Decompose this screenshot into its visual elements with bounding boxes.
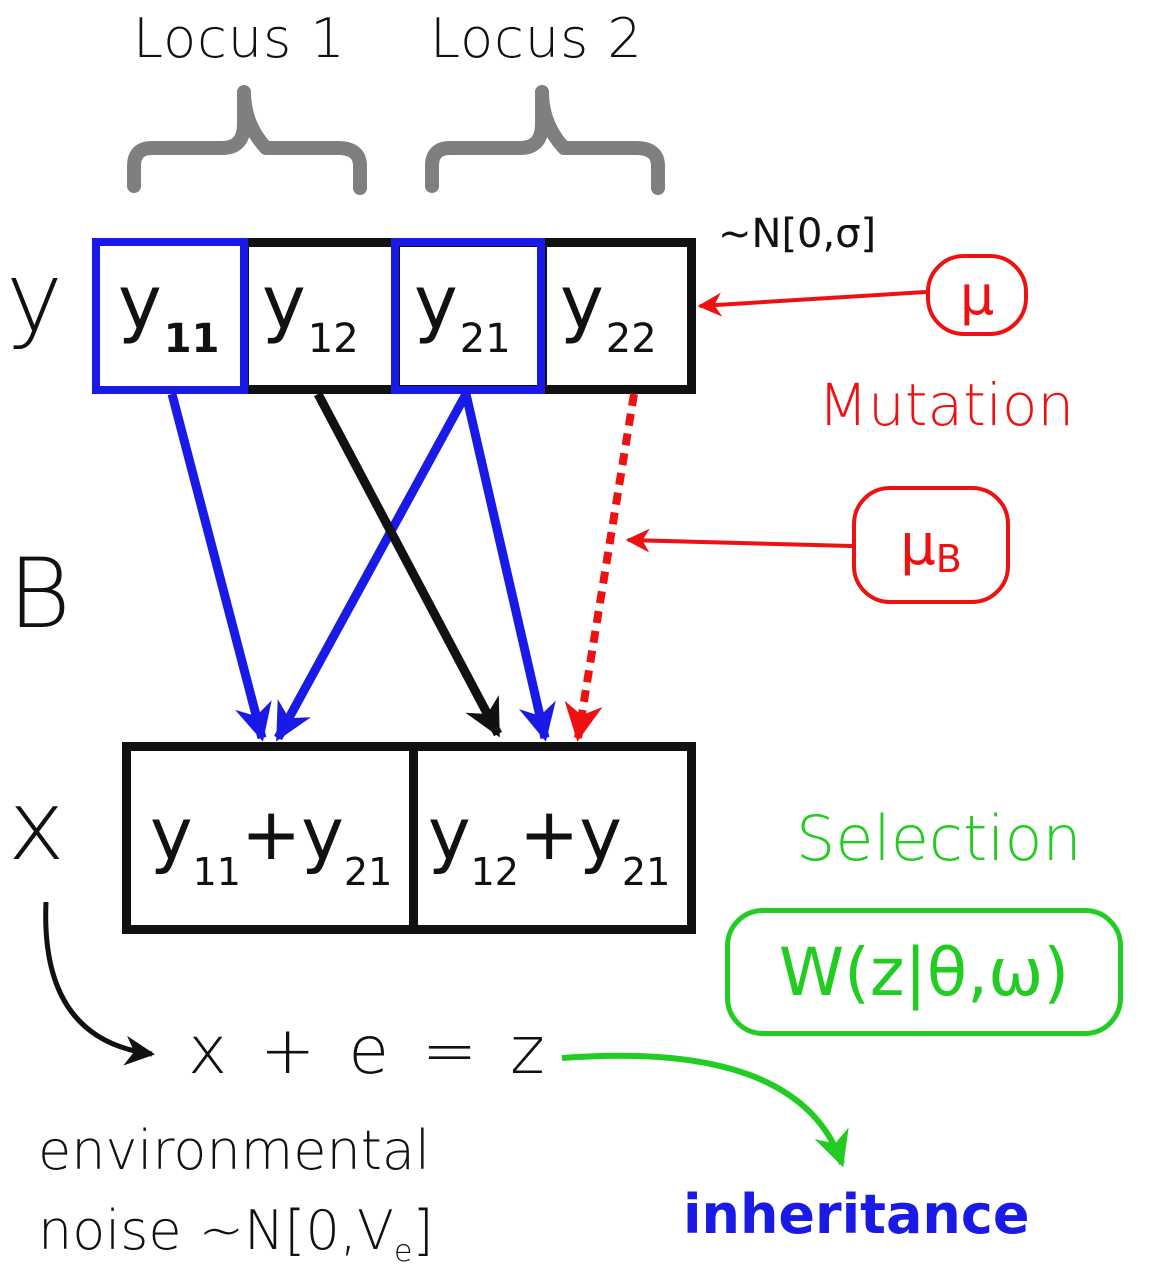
- equation-to-inheritance-arrow: [561, 1052, 849, 1168]
- x1-value: y11+y21: [150, 792, 393, 894]
- y21-value: y21: [414, 260, 511, 362]
- locus-1-brace: [127, 85, 367, 195]
- y12-to-x2-arrow: [314, 391, 502, 738]
- y-distribution-label: ~N[0,σ]: [718, 211, 877, 257]
- phenotype-equation: x + e = z: [188, 1012, 551, 1089]
- b-row-label: B: [8, 538, 71, 650]
- y11-to-x1-arrow: [167, 392, 272, 742]
- selection-label: Selection: [796, 802, 1082, 875]
- mu-node: μ: [926, 254, 1028, 336]
- y21-to-x1-arrow: [274, 391, 470, 742]
- mu-to-y-arrow: [697, 290, 927, 317]
- y22-value: y22: [560, 260, 657, 362]
- y21-to-x2-arrow: [461, 392, 556, 742]
- fitness-function-node: W(z|θ,ω): [725, 908, 1123, 1036]
- x2-value: y12+y21: [428, 792, 671, 894]
- mu-b-to-b-arrow: [625, 528, 853, 553]
- y11-value: y11: [118, 260, 220, 362]
- locus-2-brace: [425, 85, 665, 195]
- x-row-label: x: [8, 770, 65, 882]
- environmental-noise-line-1: environmental: [38, 1119, 431, 1182]
- mutation-label: Mutation: [818, 371, 1075, 439]
- environmental-noise-line-2: noise ~N[0,Ve]: [38, 1199, 434, 1269]
- y22-to-x2-dashed-arrow: [564, 393, 638, 742]
- y11-cell-frame: [92, 238, 248, 394]
- y-row-label: y: [6, 242, 63, 354]
- y21-cell-frame: [391, 238, 545, 394]
- y12-value: y12: [262, 260, 359, 362]
- x1-cell-frame: [122, 742, 418, 934]
- locus-1-label: Locus 1: [133, 7, 346, 70]
- inheritance-label: inheritance: [683, 1183, 1030, 1246]
- x-to-equation-arrow: [43, 901, 155, 1066]
- locus-2-label: Locus 2: [430, 7, 643, 70]
